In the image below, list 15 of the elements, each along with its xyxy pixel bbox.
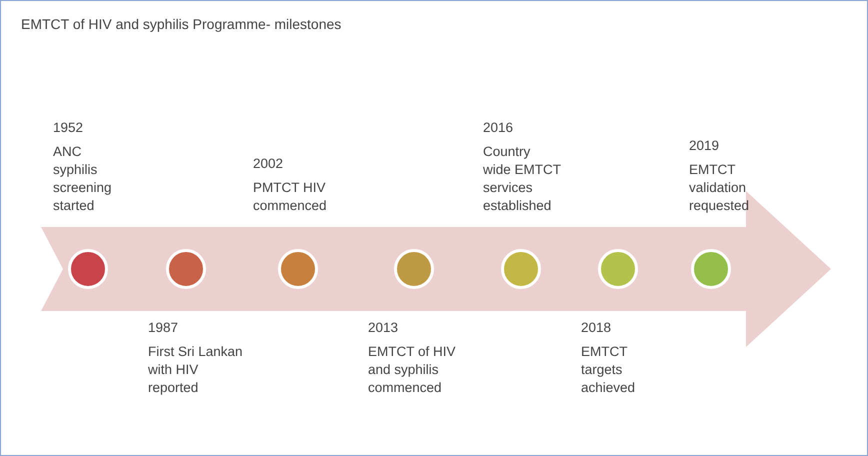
year-label: 2013 — [368, 319, 400, 337]
title: EMTCT of HIV and syphilis Programme- milestones — [21, 15, 342, 34]
milestone-description: PMTCT HIV commenced — [253, 179, 328, 215]
year-label: 2019 — [689, 137, 720, 155]
milestone-description: EMTCT of HIV and syphilis commenced — [368, 343, 457, 397]
year-label: 2002 — [253, 155, 284, 173]
year-label: 2016 — [483, 119, 514, 137]
milestone-description: Country wide EMTCT services established — [483, 143, 561, 215]
milestone-description: ANC syphilis screening started — [53, 143, 113, 215]
milestone-description: First Sri Lankan with HIV reported — [148, 343, 244, 397]
year-label: 1987 — [148, 319, 180, 337]
year-label: 1952 — [53, 119, 84, 137]
milestone-description: EMTCT validation requested — [689, 161, 750, 215]
milestone-description: EMTCT targets achieved — [581, 343, 636, 397]
year-label: 2018 — [581, 319, 612, 337]
